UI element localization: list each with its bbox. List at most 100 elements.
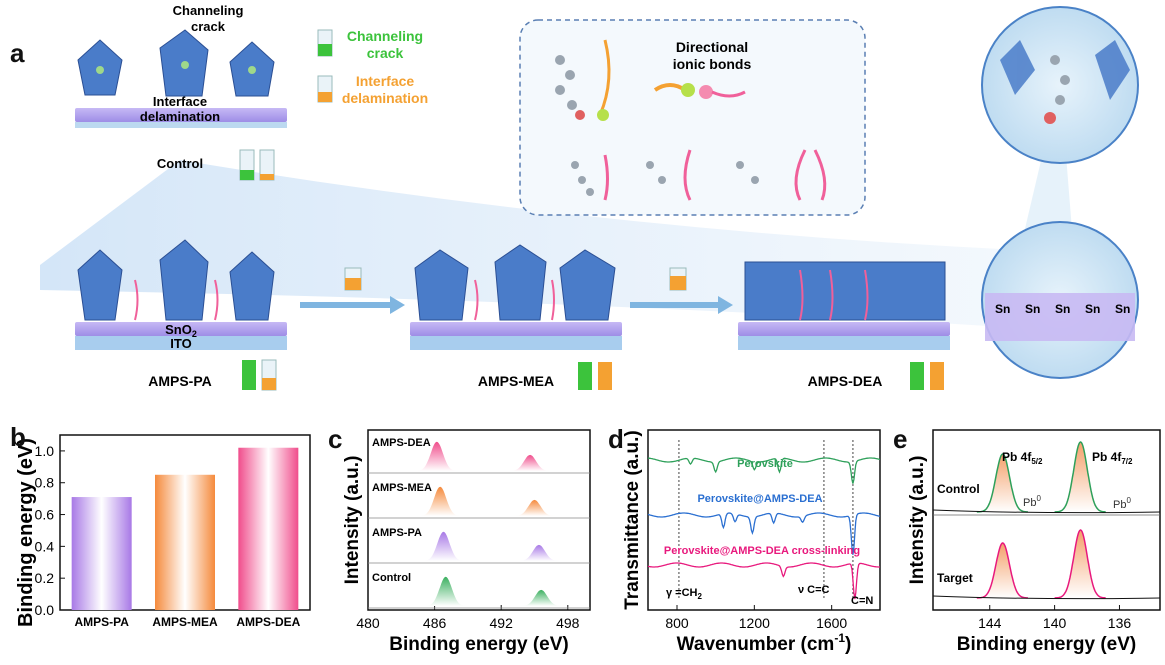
annotation-label: γ =CH2: [666, 587, 703, 601]
y-tick-label: 0.2: [35, 570, 55, 586]
x-tick-label: 140: [1043, 615, 1067, 631]
peak-area: [976, 454, 1029, 512]
series-label: AMPS-PA: [372, 527, 422, 539]
y-axis-label: Transmittance (a.u.): [622, 430, 643, 610]
series-label: Control: [372, 572, 411, 584]
bar: [71, 497, 132, 610]
x-tick-label: 136: [1108, 615, 1132, 631]
sn-label: Sn: [1055, 302, 1070, 316]
sn-label: Sn: [995, 302, 1010, 316]
peak-area: [421, 576, 471, 606]
stage-label-mea: AMPS-MEA: [478, 373, 554, 389]
series-label: Control: [937, 482, 980, 496]
baseline: [932, 595, 1161, 600]
amps-mea-structure: [410, 244, 622, 350]
peak-label: Pb0: [1113, 496, 1131, 511]
peak-area: [419, 531, 468, 561]
y-tick-label: 0.4: [35, 538, 55, 554]
bar: [155, 474, 215, 610]
series-label: Target: [937, 571, 973, 585]
bar: [238, 447, 299, 610]
directional-bonds-label: Directional: [676, 39, 748, 55]
plot-frame: [647, 429, 881, 611]
x-tick-label: 1200: [739, 615, 770, 631]
peak-area: [976, 543, 1029, 598]
peak-line: [976, 542, 1028, 599]
amps-dea-structure: [738, 261, 950, 350]
molecule-illustrations: [555, 39, 827, 201]
svg-text:crack: crack: [191, 19, 226, 34]
panel-label-d: d: [608, 424, 624, 454]
legend-channeling: Channeling: [347, 28, 423, 44]
control-beakers: [239, 149, 275, 181]
x-axis-label: Binding energy (eV): [957, 634, 1136, 655]
peak-area: [510, 499, 559, 516]
series-label: AMPS-MEA: [372, 482, 432, 494]
baseline: [932, 509, 1161, 514]
y-tick-label: 1.0: [35, 443, 55, 459]
y-tick-label: 0.6: [35, 507, 55, 523]
peak-area: [412, 441, 462, 471]
interface-delamination-label: Interface: [153, 94, 207, 109]
x-tick-label: 480: [356, 615, 380, 631]
series-line: [647, 457, 881, 484]
stage-label-dea: AMPS-DEA: [808, 373, 883, 389]
series-label: Perovskite@AMPS-DEA: [697, 493, 822, 505]
panel-a: a: [10, 3, 1139, 391]
annotation-label: ν C=C: [798, 584, 830, 596]
y-tick-label: 0.0: [35, 602, 55, 618]
series-line: [647, 512, 881, 555]
series-line: [647, 562, 880, 600]
y-axis-label: Intensity (a.u.): [907, 456, 928, 585]
peak-area: [1054, 442, 1107, 512]
svg-text:delamination: delamination: [140, 109, 220, 124]
stage-beakers: [242, 359, 944, 391]
peak-label: Pb 4f5/2: [1002, 450, 1043, 466]
x-axis-label: Binding energy (eV): [389, 634, 568, 655]
x-tick-label: 498: [556, 615, 580, 631]
process-arrows: [300, 296, 733, 314]
plot-frame: [367, 429, 591, 611]
panel-label-e: e: [893, 424, 908, 454]
control-label: Control: [157, 156, 203, 171]
x-axis-label: Wavenumber (cm-1): [677, 631, 852, 655]
x-tick-label: 800: [665, 615, 689, 631]
peak-area: [516, 589, 566, 606]
peak-line: [976, 453, 1028, 513]
peak-label: Pb0: [1023, 494, 1041, 509]
y-tick-label: 0.8: [35, 475, 55, 491]
x-tick-label: 486: [423, 615, 447, 631]
legend-interface: Interface: [356, 73, 415, 89]
x-tick-label: AMPS-PA: [74, 615, 129, 629]
svg-text:ionic bonds: ionic bonds: [673, 56, 752, 72]
ito-label: ITO: [170, 336, 191, 351]
svg-text:crack: crack: [367, 45, 404, 61]
sn-label: Sn: [1115, 302, 1130, 316]
svg-text:delamination: delamination: [342, 90, 428, 106]
x-tick-label: 144: [978, 615, 1002, 631]
control-structure: [75, 29, 287, 128]
y-axis-label: Intensity (a.u.): [342, 456, 363, 585]
y-axis-label: Binding energy (eV): [15, 438, 37, 627]
peak-area: [514, 544, 564, 561]
panel-label-a: a: [10, 38, 25, 68]
peak-area: [505, 454, 555, 471]
plot-frame: [932, 429, 1161, 611]
x-tick-label: 1600: [816, 615, 847, 631]
series-label: Perovskite@AMPS-DEA cross-linking: [664, 545, 860, 557]
stage-label-pa: AMPS-PA: [148, 373, 212, 389]
x-tick-label: AMPS-MEA: [152, 615, 218, 629]
panel-label-b: b: [10, 422, 26, 452]
sno2-label: SnO2: [165, 322, 197, 339]
legend-beakers: [317, 29, 333, 103]
series-label: AMPS-DEA: [372, 437, 431, 449]
peak-area: [1054, 530, 1107, 598]
amps-pa-structure: [75, 239, 287, 350]
channeling-crack-label: Channeling: [173, 3, 244, 18]
